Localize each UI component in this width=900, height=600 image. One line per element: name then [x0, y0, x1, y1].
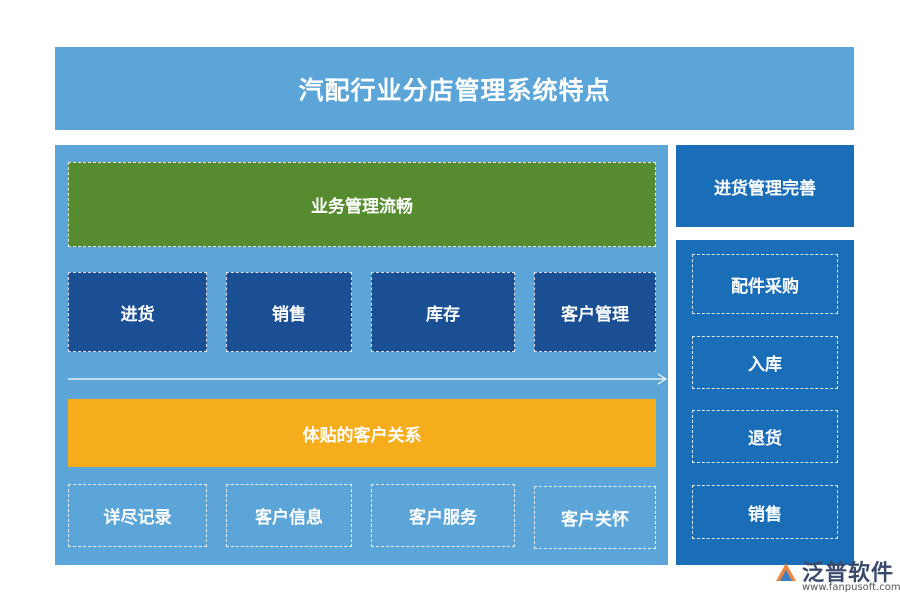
customer-item-care: 客户关怀	[534, 486, 656, 549]
right-panel	[676, 240, 854, 565]
customer-item-label: 客户服务	[409, 508, 477, 528]
right-item-returns: 退货	[692, 410, 838, 463]
right-item-parts-purchase: 配件采购	[692, 254, 838, 314]
workflow-item-label: 进货	[120, 304, 155, 325]
diagram-title: 汽配行业分店管理系统特点	[298, 75, 611, 105]
workflow-item-label: 库存	[426, 304, 460, 325]
right-item-label: 销售	[748, 504, 782, 525]
customer-item-records: 详尽记录	[68, 484, 207, 547]
right-item-sales: 销售	[692, 485, 838, 539]
logo-brand-text: 泛普软件	[802, 561, 895, 586]
brand-logo: 泛普软件 www.fanpusoft.com	[770, 555, 900, 595]
workflow-item-sales: 销售	[226, 272, 352, 352]
purchase-mgmt-header: 进货管理完善	[676, 145, 854, 227]
customer-item-label: 客户信息	[255, 508, 323, 528]
workflow-title: 业务管理流畅	[311, 197, 413, 217]
workflow-item-label: 客户管理	[561, 304, 629, 325]
logo-url-text: www.fanpusoft.com	[802, 582, 900, 593]
purchase-mgmt-title: 进货管理完善	[714, 178, 816, 199]
right-item-label: 入库	[748, 355, 782, 375]
customer-item-label: 客户关怀	[561, 510, 629, 530]
right-item-warehouse-in: 入库	[692, 336, 838, 389]
right-item-label: 配件采购	[731, 276, 799, 297]
workflow-item-label: 销售	[272, 304, 306, 325]
customer-item-info: 客户信息	[226, 484, 352, 547]
workflow-item-customer-mgmt: 客户管理	[534, 272, 656, 352]
customer-item-label: 详尽记录	[103, 508, 172, 528]
logo-mark-icon	[776, 563, 796, 581]
customer-item-service: 客户服务	[371, 484, 515, 547]
workflow-header: 业务管理流畅	[68, 162, 656, 247]
workflow-item-inventory: 库存	[371, 272, 515, 352]
right-item-label: 退货	[748, 429, 782, 449]
customer-relations-header: 体贴的客户关系	[68, 399, 656, 467]
customer-title: 体贴的客户关系	[302, 425, 422, 446]
flow-arrow	[68, 373, 668, 385]
title-banner: 汽配行业分店管理系统特点	[55, 47, 854, 130]
workflow-item-purchase: 进货	[68, 272, 207, 352]
